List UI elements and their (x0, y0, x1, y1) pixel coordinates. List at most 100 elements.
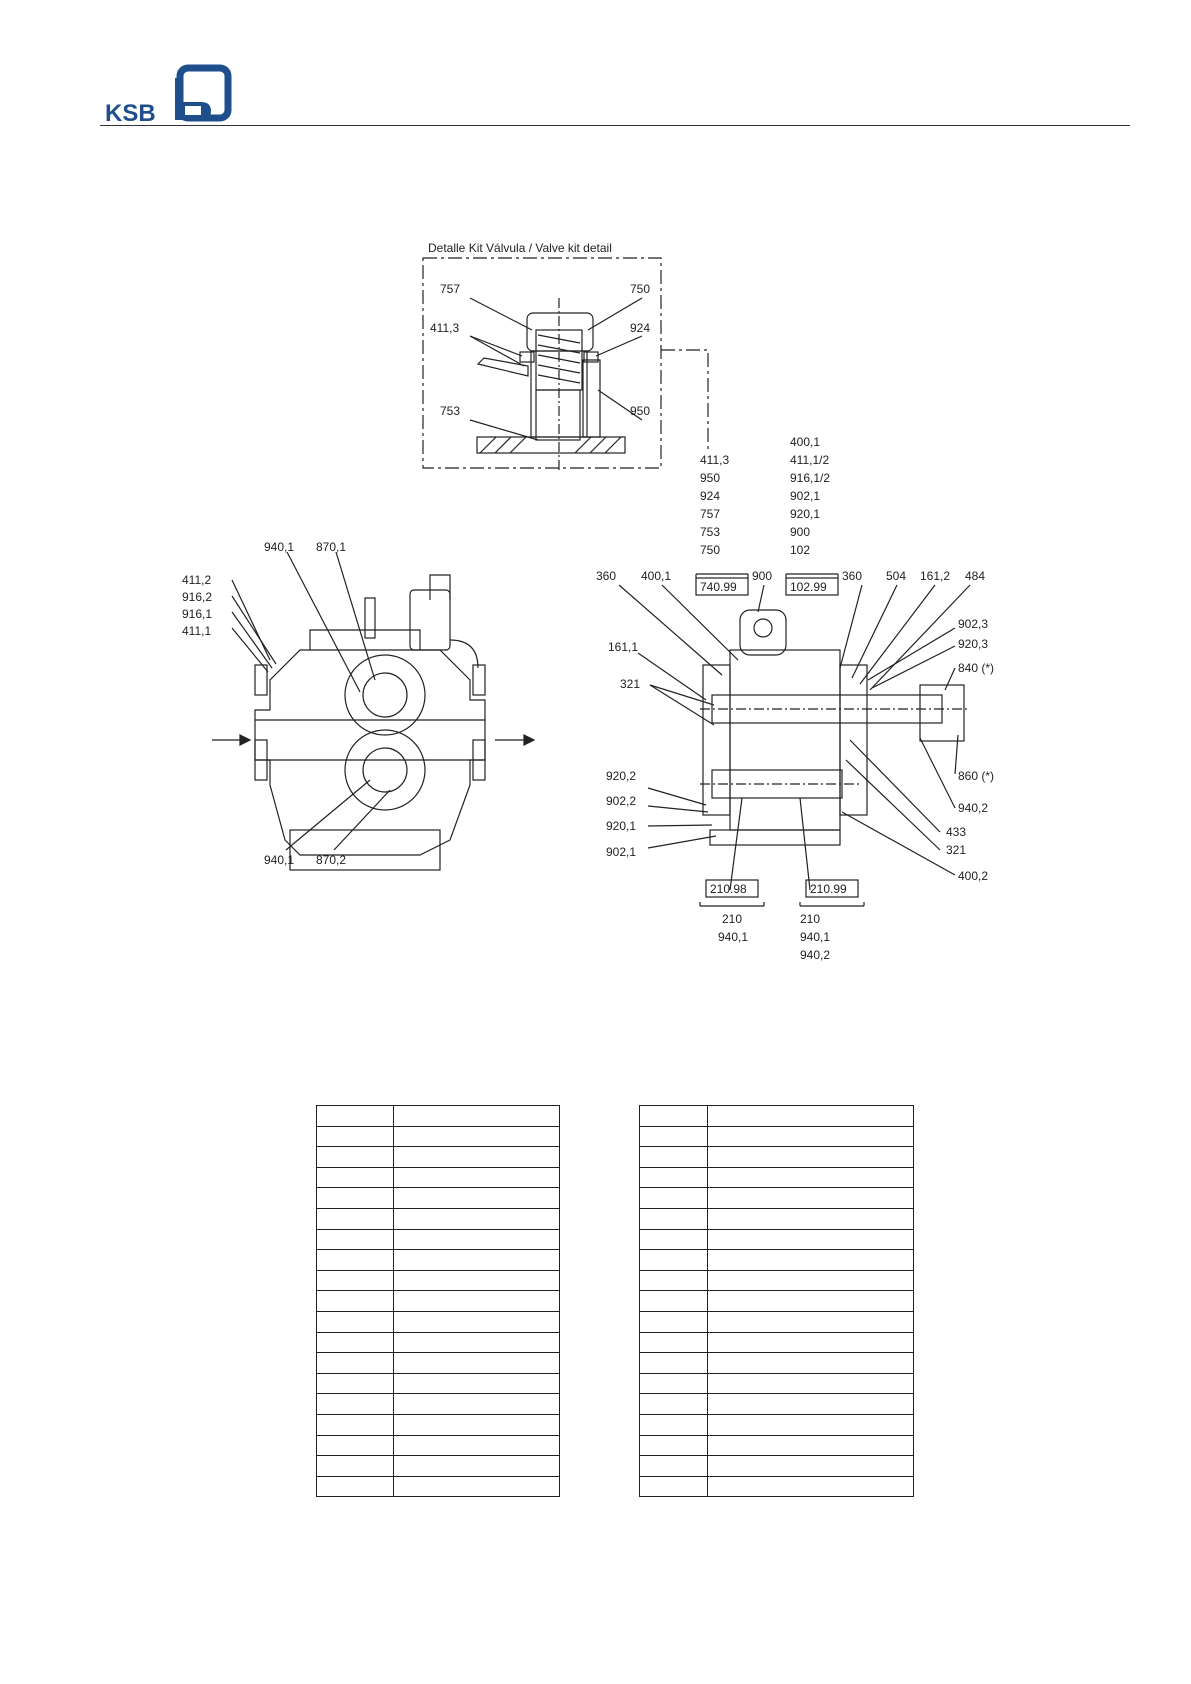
part-label: 411,1 (182, 624, 211, 638)
table-row (639, 1455, 914, 1477)
table-cell (639, 1331, 708, 1354)
part-label: 161,2 (920, 569, 950, 583)
table-cell (393, 1455, 560, 1477)
table-cell (393, 1269, 560, 1292)
kit-part: 916,1/2 (790, 471, 830, 485)
table-cell (393, 1393, 560, 1415)
valve-label: 924 (630, 321, 650, 335)
table-cell (707, 1290, 914, 1312)
table-cell (639, 1393, 708, 1415)
part-label: 940,1 (264, 853, 294, 867)
part-label: 321 (946, 843, 966, 857)
table-row (639, 1105, 914, 1127)
table-cell (707, 1372, 914, 1395)
table-row (639, 1352, 914, 1374)
table-row (316, 1310, 560, 1333)
table-cell (393, 1352, 560, 1374)
table-cell (393, 1331, 560, 1354)
table-row (639, 1146, 914, 1168)
kit-part: 757 (700, 507, 720, 521)
table-cell (393, 1146, 560, 1168)
table-cell (707, 1207, 914, 1230)
kit-part: 753 (700, 525, 720, 539)
table-cell (316, 1455, 394, 1477)
part-label: 411,2 (182, 573, 211, 587)
table-cell (707, 1228, 914, 1251)
table-cell (316, 1187, 394, 1209)
logo-mark-hole (185, 106, 201, 115)
table-cell (707, 1249, 914, 1271)
table-cell (707, 1475, 914, 1498)
right-view-body (729, 649, 841, 831)
parts-table-right-body (639, 1105, 914, 1498)
part-label: 916,2 (182, 590, 212, 604)
table-row (316, 1413, 560, 1436)
table-cell (316, 1290, 394, 1312)
parts-table-left (316, 1105, 560, 1498)
part-label: 504 (886, 569, 906, 583)
table-cell (639, 1105, 708, 1127)
table-cell (707, 1125, 914, 1148)
table-row (316, 1105, 560, 1127)
kit-part: 400,1 (790, 435, 820, 449)
table-cell (316, 1105, 394, 1127)
table-row (316, 1455, 560, 1477)
table-cell (393, 1105, 560, 1127)
part-label: 920,2 (606, 769, 636, 783)
table-cell (316, 1207, 394, 1230)
table-cell (639, 1207, 708, 1230)
table-cell (393, 1166, 560, 1189)
table-row (316, 1228, 560, 1251)
part-label: 902,3 (958, 617, 988, 631)
table-row (316, 1352, 560, 1374)
kit-part: 900 (790, 525, 810, 539)
table-row (316, 1393, 560, 1415)
table-cell (316, 1393, 394, 1415)
table-cell (393, 1290, 560, 1312)
kit-part: 750 (700, 543, 720, 557)
table-cell (639, 1372, 708, 1395)
kit-part: 940,2 (800, 948, 830, 962)
kit-part: 210 (722, 912, 742, 926)
table-cell (707, 1434, 914, 1457)
part-label: 870,1 (316, 540, 346, 554)
table-cell (393, 1249, 560, 1271)
table-cell (316, 1310, 394, 1333)
table-cell (316, 1331, 394, 1354)
table-cell (639, 1413, 708, 1436)
part-label: 860 (*) (958, 769, 994, 783)
table-cell (316, 1413, 394, 1436)
table-row (639, 1207, 914, 1230)
table-row (316, 1290, 560, 1312)
table-cell (639, 1455, 708, 1477)
kit-part: 940,1 (800, 930, 830, 944)
table-cell (639, 1125, 708, 1148)
table-cell (639, 1434, 708, 1457)
parts-table-right (639, 1105, 914, 1498)
table-row (639, 1166, 914, 1189)
part-label: 360 (596, 569, 616, 583)
table-cell (393, 1434, 560, 1457)
table-cell (393, 1125, 560, 1148)
table-row (316, 1269, 560, 1292)
table-cell (316, 1146, 394, 1168)
table-cell (316, 1352, 394, 1374)
table-cell (707, 1146, 914, 1168)
table-cell (639, 1475, 708, 1498)
part-label: 920,1 (606, 819, 636, 833)
table-row (316, 1434, 560, 1457)
table-cell (316, 1166, 394, 1189)
valve-detail-frame (422, 257, 662, 469)
parts-table-left-body (316, 1105, 560, 1498)
table-row (316, 1146, 560, 1168)
table-cell (639, 1269, 708, 1292)
table-row (639, 1228, 914, 1251)
table-row (316, 1331, 560, 1354)
valve-label: 750 (630, 282, 650, 296)
table-cell (316, 1228, 394, 1251)
kit-part: 210 (800, 912, 820, 926)
valve-label: 753 (440, 404, 460, 418)
table-cell (707, 1331, 914, 1354)
table-row (639, 1249, 914, 1271)
table-cell (639, 1146, 708, 1168)
